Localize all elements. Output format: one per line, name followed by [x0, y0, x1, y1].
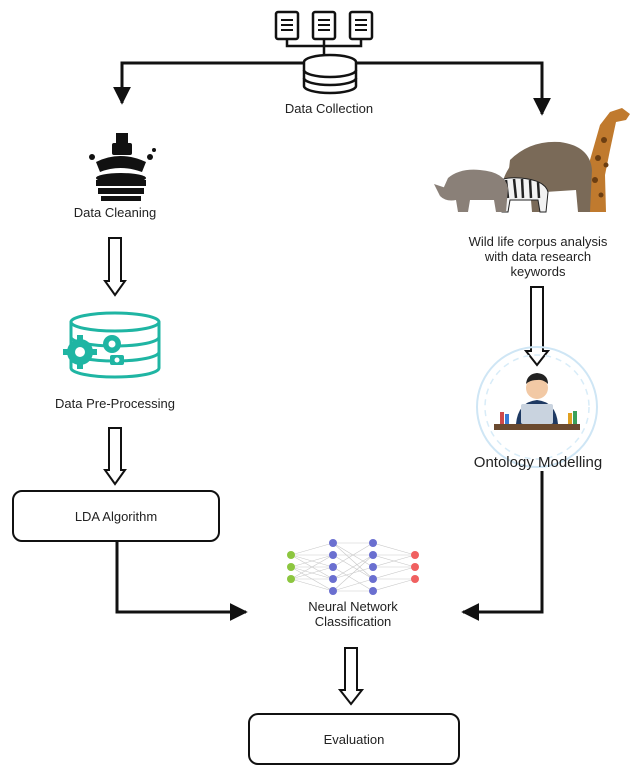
- arrow-to-data-cleaning: [113, 61, 304, 105]
- documents-icon: [274, 10, 374, 56]
- wildlife-animals-image: [434, 108, 630, 213]
- evaluation-label: Evaluation: [323, 731, 385, 747]
- lda-algorithm-label: LDA Algorithm: [74, 508, 158, 524]
- ontology-modelling-label: Ontology Modelling: [473, 454, 603, 471]
- data-cleaning-label: Data Cleaning: [73, 205, 157, 220]
- arrow-ontology-to-nn: [461, 471, 544, 621]
- arrow-lda-to-nn: [115, 541, 248, 621]
- hollow-arrow-preprocessing-to-lda: [103, 427, 127, 486]
- hollow-arrow-nn-to-evaluation: [337, 647, 365, 706]
- cleaning-icon: [89, 133, 156, 201]
- data-collection-label: Data Collection: [284, 101, 374, 116]
- researcher-icon: [476, 346, 598, 468]
- arrow-to-wildlife: [356, 61, 551, 116]
- neural-network-label: Neural Network Classification: [278, 599, 428, 629]
- nn-label-line-1: Neural Network: [308, 599, 398, 614]
- wildlife-label-line-1: Wild life corpus analysis: [468, 234, 608, 249]
- hollow-arrow-wildlife-to-ontology: [523, 286, 551, 367]
- neural-network-icon: [287, 539, 419, 595]
- lda-algorithm-node: LDA Algorithm: [12, 490, 220, 542]
- database-icon: [302, 53, 358, 95]
- hollow-arrow-cleaning-to-preprocessing: [103, 237, 127, 297]
- wildlife-label-line-2: with data research: [484, 249, 592, 264]
- nn-label-line-2: Classification: [314, 614, 392, 629]
- database-gears-icon: [63, 311, 161, 379]
- wildlife-corpus-label: Wild life corpus analysis with data rese…: [440, 234, 636, 279]
- data-preprocessing-label: Data Pre-Processing: [55, 396, 175, 411]
- wildlife-label-line-3: keywords: [510, 264, 566, 279]
- evaluation-node: Evaluation: [248, 713, 460, 765]
